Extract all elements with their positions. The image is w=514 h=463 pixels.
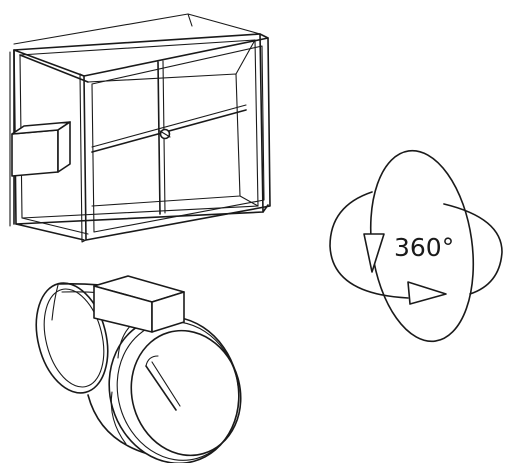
rotation-360-icon: 360° (329, 149, 503, 343)
right-arrow-icon (407, 281, 447, 305)
rectangular-damper-icon (9, 13, 271, 243)
down-arrow-icon (363, 233, 385, 273)
rotation-label: 360° (394, 233, 454, 262)
circular-damper-icon (35, 275, 242, 463)
